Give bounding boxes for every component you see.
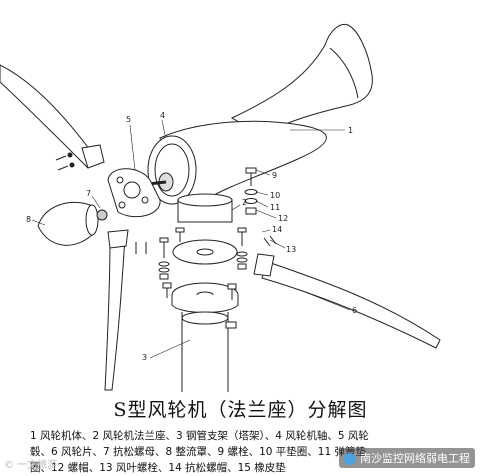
callout-14: 14 (272, 225, 282, 234)
anti-loose-nut (96, 209, 108, 221)
blade-lower-root (107, 229, 129, 249)
nacelle-front-ring (154, 143, 190, 197)
nose-cone (37, 201, 93, 246)
callout-9: 9 (272, 171, 277, 180)
wechat-logo-icon (344, 453, 356, 465)
bolt-set-right (225, 227, 248, 329)
hub (107, 168, 161, 218)
diagram-drawing: 1 2 3 4 5 6 7 8 9 10 11 12 13 14 (0, 23, 441, 392)
callout-12: 12 (278, 214, 288, 223)
callout-10: 10 (270, 191, 280, 200)
flange-upper (172, 239, 238, 265)
watermark-left: © 一文旅游 (4, 460, 58, 471)
diagram-title: S型风轮机（法兰座）分解图 (113, 399, 368, 421)
flange-seat-top (177, 193, 233, 207)
callout-4: 4 (160, 111, 165, 120)
watermark-right: 南沙监控网络弱电工程 (339, 448, 475, 468)
flange-lower-rim (171, 295, 239, 313)
legend-line-2: 毂、6 风轮片、7 抗松螺母、8 整流罩、9 螺栓、10 平垫圈、11 弹簧垫 (30, 446, 366, 458)
callout-6: 6 (352, 306, 357, 315)
nose-cone-rim (85, 204, 99, 236)
blade-bolts (55, 152, 277, 254)
blade-upper-root (81, 144, 105, 169)
hub-center (123, 181, 141, 199)
callout-3: 3 (142, 353, 147, 362)
parts-legend: 1 风轮机体、2 风轮机法兰座、3 钢管支架（塔架）、4 风轮机轴、5 风轮 毂… (30, 428, 460, 476)
tower-top (181, 311, 229, 325)
tail-fin-edge (329, 47, 359, 99)
legend-line-3: 圈、12 螺帽、13 风叶螺栓、14 抗松螺帽、15 橡皮垫 (30, 462, 286, 474)
hub-hole-1 (116, 176, 124, 184)
callout-11: 11 (270, 203, 280, 212)
tail-fin (230, 23, 373, 136)
blade-right-root (253, 253, 275, 277)
callout-2: 2 (242, 198, 247, 207)
callout-13: 13 (286, 245, 296, 254)
callout-5: 5 (126, 115, 131, 124)
leader-lines (31, 119, 351, 359)
watermark-right-text: 南沙监控网络弱电工程 (360, 452, 470, 465)
callout-7: 7 (86, 189, 91, 198)
callout-1: 1 (348, 126, 353, 135)
nacelle-body (159, 120, 327, 206)
hub-hole-3 (118, 201, 126, 209)
blade-lower (104, 237, 126, 391)
hub-hole-2 (141, 196, 149, 204)
bolt-set-left (158, 227, 185, 298)
flange-upper-hole (196, 248, 214, 256)
legend-line-1: 1 风轮机体、2 风轮机法兰座、3 钢管支架（塔架）、4 风轮机轴、5 风轮 (30, 430, 369, 442)
blade-right (261, 261, 441, 349)
callout-8: 8 (26, 215, 31, 224)
